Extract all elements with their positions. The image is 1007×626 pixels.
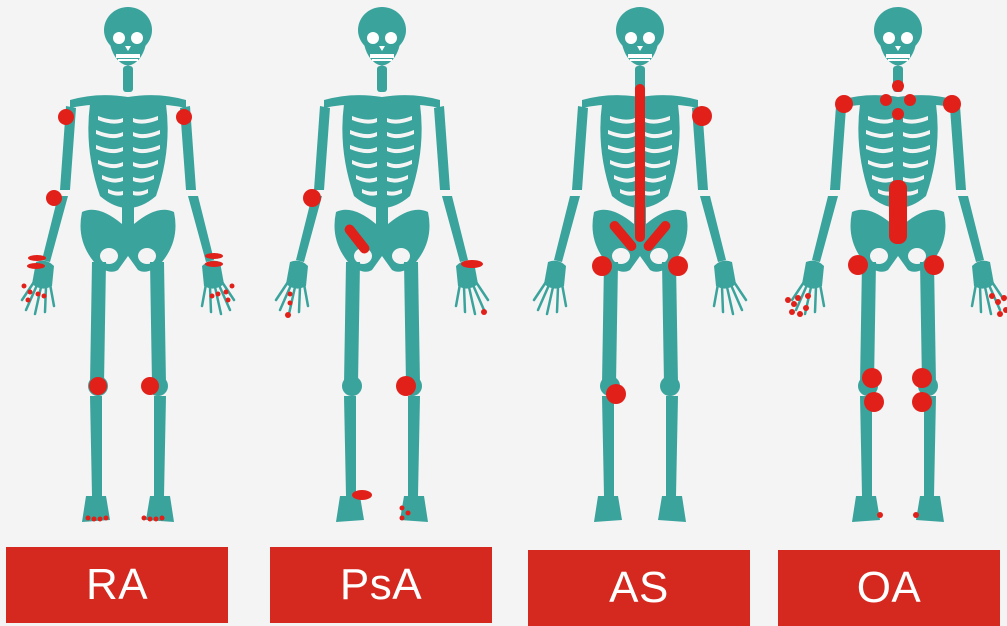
label-psa: PsA <box>270 547 492 623</box>
skeleton-figure-as <box>510 0 770 540</box>
skeleton-figure-ra <box>0 0 258 540</box>
panel-ra: RA <box>0 0 258 626</box>
panel-as: AS <box>510 0 770 626</box>
label-as: AS <box>528 550 750 626</box>
panel-oa: OA <box>768 0 1007 626</box>
skeleton-figure-psa <box>252 0 512 540</box>
skeleton-figure-oa <box>768 0 1007 540</box>
label-oa: OA <box>778 550 1000 626</box>
panel-psa: PsA <box>252 0 512 626</box>
label-ra: RA <box>6 547 228 623</box>
